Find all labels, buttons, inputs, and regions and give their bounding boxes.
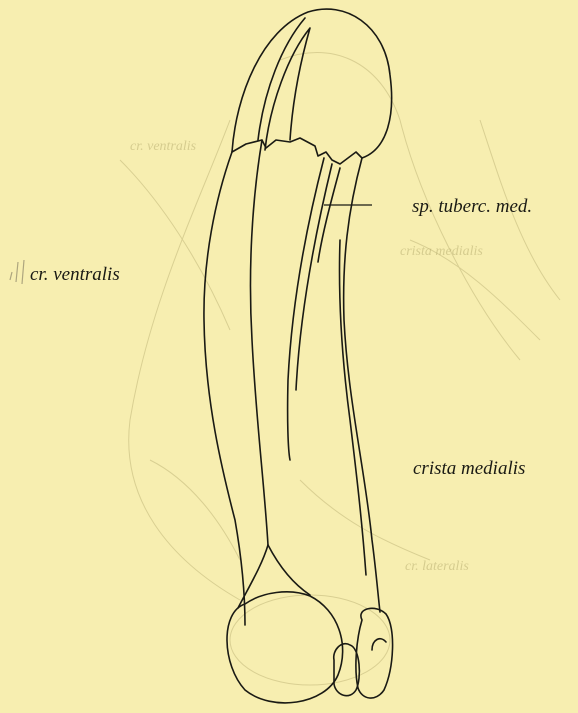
shaft-lateral-outline bbox=[204, 152, 245, 625]
tuberculum-line-a bbox=[288, 158, 324, 460]
caput-humeri bbox=[232, 9, 392, 158]
fracture-edge bbox=[232, 138, 362, 164]
crista-ventralis-line bbox=[250, 140, 268, 545]
label-cr-ventralis: cr. ventralis bbox=[30, 264, 120, 286]
caput-inner-line-2 bbox=[265, 28, 310, 150]
pencil-marks bbox=[10, 260, 24, 284]
condylus-lateral-inner bbox=[372, 639, 386, 650]
shaft-medial-outline bbox=[344, 158, 380, 612]
svg-text:cr. lateralis: cr. lateralis bbox=[405, 559, 469, 574]
bone-outline bbox=[204, 9, 393, 703]
label-sp-tuberc-med: sp. tuberc. med. bbox=[412, 196, 532, 218]
label-crista-medialis: crista medialis bbox=[413, 458, 525, 480]
distal-flare-right bbox=[268, 545, 310, 595]
svg-text:crista medialis: crista medialis bbox=[400, 244, 483, 259]
svg-text:cr. ventralis: cr. ventralis bbox=[130, 139, 197, 154]
tuberculum-line-c bbox=[318, 168, 340, 262]
